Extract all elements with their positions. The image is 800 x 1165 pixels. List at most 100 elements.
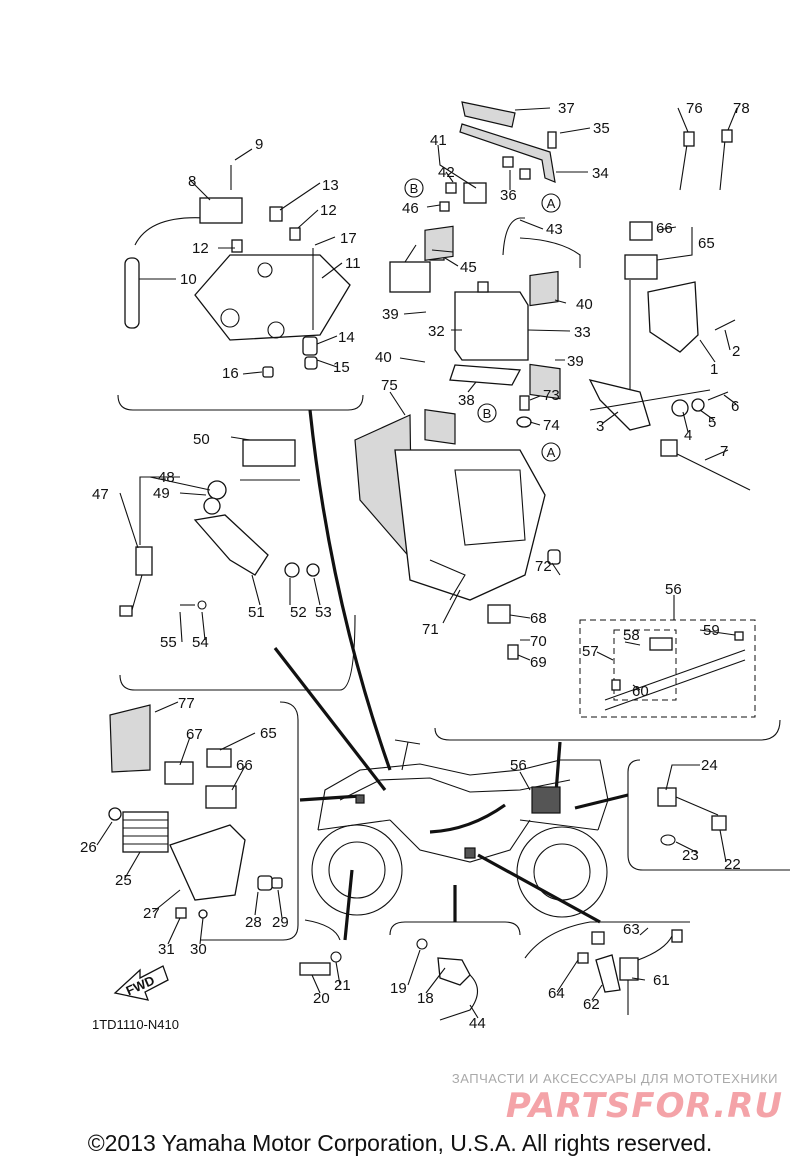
callout-50: 50 [193,431,210,448]
sensor-groups [299,787,727,1021]
callout-40b: 40 [375,349,392,366]
callout-58: 58 [623,627,640,644]
callout-75: 75 [381,377,398,394]
callout-3: 3 [596,418,604,435]
callout-45: 45 [460,259,477,276]
callout-16: 16 [222,365,239,382]
regulator-group [108,704,283,919]
callout-12b: 12 [192,240,209,257]
callout-73: 73 [543,387,560,404]
callout-8: 8 [188,173,196,190]
callout-4: 4 [684,427,692,444]
battery-group [389,101,581,445]
callout-39a: 39 [382,306,399,323]
callout-43: 43 [546,221,563,238]
copyright-text: ©2013 Yamaha Motor Corporation, U.S.A. A… [88,1130,713,1156]
callout-22: 22 [724,856,741,873]
callout-44: 44 [469,1015,486,1032]
circle-mark-a-lower [541,442,561,462]
circle-mark-a-upper-label: A [547,196,556,211]
callout-7: 7 [720,443,728,460]
diagram-code: 1TD1110-N410 [92,1017,179,1032]
callout-29: 29 [272,914,289,931]
callout-63: 63 [623,921,640,938]
callout-35: 35 [593,120,610,137]
callout-39b: 39 [567,353,584,370]
callout-13: 13 [322,177,339,194]
callout-32: 32 [428,323,445,340]
callout-25: 25 [115,872,132,889]
callout-54: 54 [192,634,209,651]
switch-group [119,439,320,617]
callout-57: 57 [582,643,599,660]
callout-66a: 66 [656,220,673,237]
callout-2: 2 [732,343,740,360]
callout-11: 11 [345,255,361,272]
sub-harness-group [579,619,756,718]
ignition-coil-group [124,165,351,378]
circle-mark-b-lower-label: B [483,406,492,421]
callout-70: 70 [530,633,547,650]
callout-56a: 56 [665,581,682,598]
callout-64: 64 [548,985,565,1002]
callout-59: 59 [703,622,720,639]
callout-19: 19 [390,980,407,997]
callout-21: 21 [334,977,351,994]
callout-30: 30 [190,941,207,958]
callout-66b: 66 [236,757,253,774]
callout-49: 49 [153,485,170,502]
callout-leaders [96,107,738,1019]
callout-77: 77 [178,695,195,712]
callout-78: 78 [733,100,750,117]
callout-9: 9 [255,136,263,153]
circle-mark-b-upper-label: B [410,181,419,196]
callout-10: 10 [180,271,197,288]
callout-69: 69 [530,654,547,671]
callout-51: 51 [248,604,265,621]
callout-48: 48 [158,469,175,486]
callout-15: 15 [333,359,350,376]
callout-36: 36 [500,187,517,204]
callout-18: 18 [417,990,434,1007]
circle-mark-a-upper [541,193,561,213]
callout-55: 55 [160,634,177,651]
callout-6: 6 [731,398,739,415]
callout-24: 24 [701,757,718,774]
callout-65a: 65 [698,235,715,252]
callout-76: 76 [686,100,703,117]
callout-31: 31 [158,941,175,958]
callout-42: 42 [438,164,455,181]
callout-34: 34 [592,165,609,182]
atv-illustration [311,739,609,918]
circle-mark-b-upper [404,178,424,198]
callout-47: 47 [92,486,109,503]
callout-61: 61 [653,972,670,989]
fwd-arrow: FWD [113,965,169,1001]
callout-62: 62 [583,996,600,1013]
callout-26: 26 [80,839,97,856]
callout-68: 68 [530,610,547,627]
callout-23: 23 [682,847,699,864]
callout-74: 74 [543,417,560,434]
reference-marks: B A B A [404,178,561,462]
callout-41: 41 [430,132,447,149]
callout-65b: 65 [260,725,277,742]
callout-37: 37 [558,100,575,117]
section-frames [117,394,790,959]
watermark-tagline: ЗАПЧАСТИ И АКСЕССУАРЫ ДЛЯ МОТОТЕХНИКИ [452,1071,778,1086]
callout-71: 71 [422,621,439,638]
callout-5: 5 [708,414,716,431]
callout-52: 52 [290,604,307,621]
callout-46: 46 [402,200,419,217]
callout-33: 33 [574,324,591,341]
callout-60: 60 [632,683,649,700]
callout-17: 17 [340,230,357,247]
callout-12a: 12 [320,202,337,219]
callout-53: 53 [315,604,332,621]
circle-mark-a-lower-label: A [547,445,556,460]
circle-mark-b-lower [477,403,497,423]
watermark-brand: PARTSFOR.RU [506,1086,783,1126]
callout-labels: 9 8 13 12 17 12 11 10 14 15 16 37 35 41 … [80,100,750,1032]
relay-ecu-group [588,129,751,491]
